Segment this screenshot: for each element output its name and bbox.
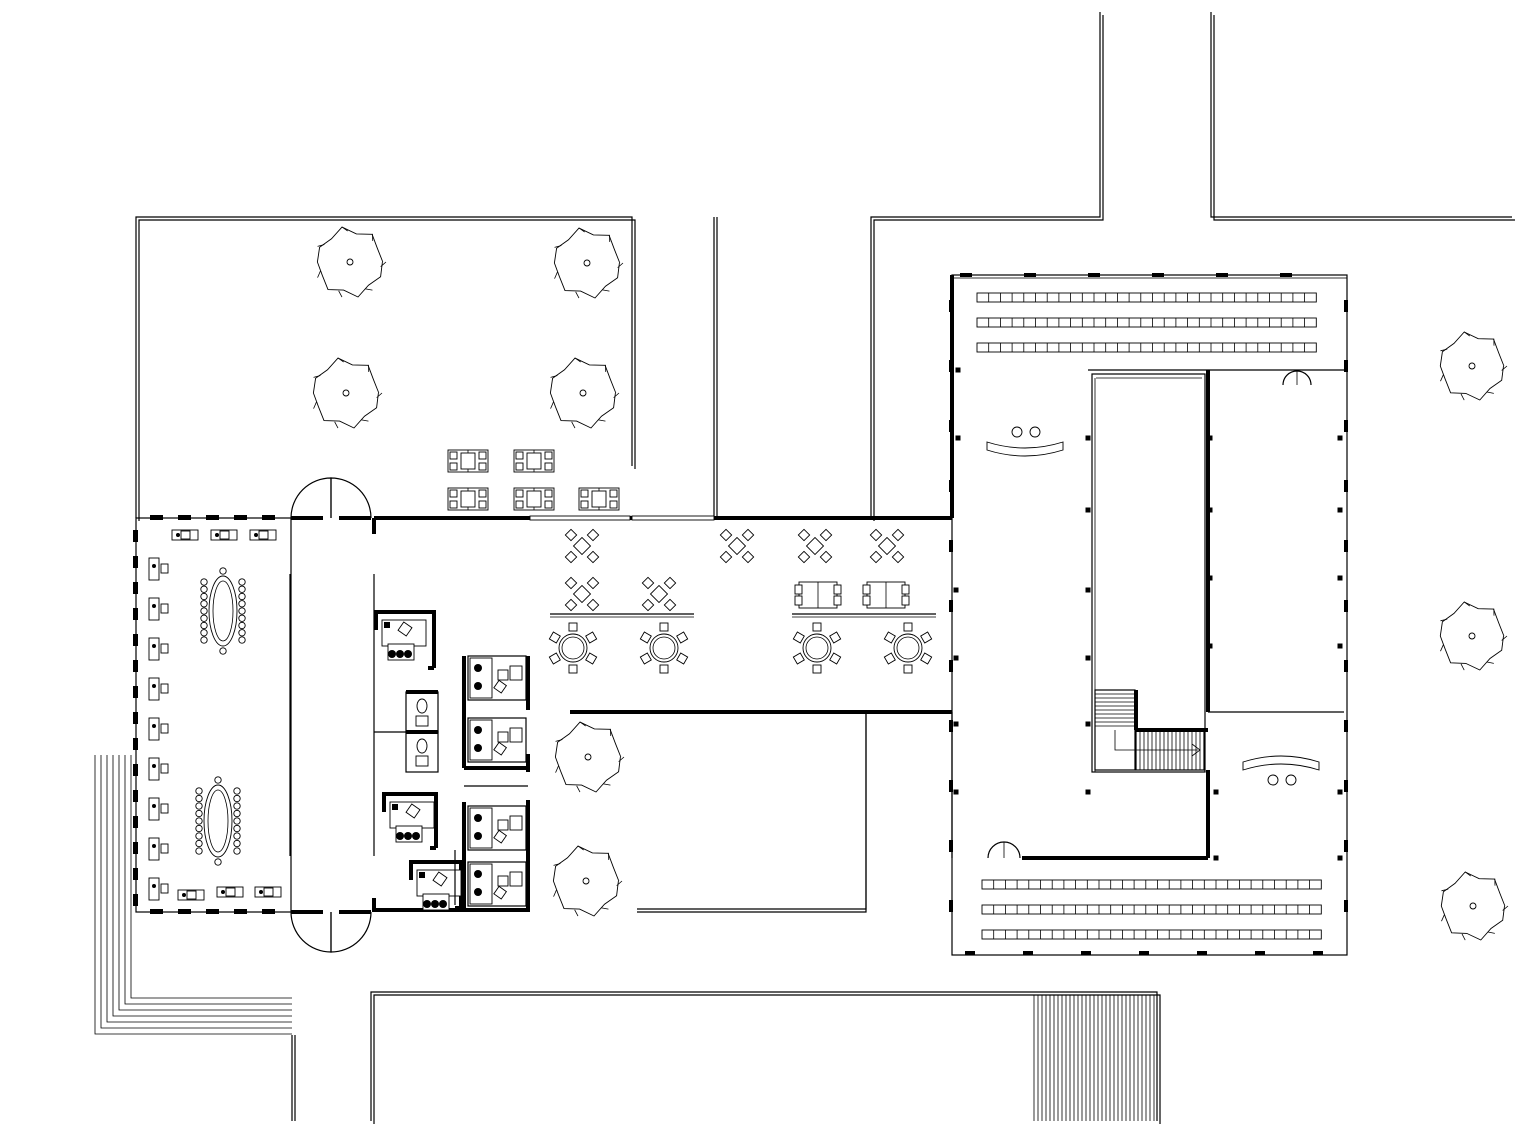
picnic-table [447,449,489,473]
picnic-table [513,487,555,511]
seating-row [981,879,1322,890]
square-table [719,528,755,564]
south-wall [370,991,1161,1124]
stairs [1094,689,1205,771]
rectangular-table [794,581,842,609]
private-office [374,610,436,670]
east-block-windows [949,273,1348,955]
workstation-cubicle [467,805,527,851]
private-office [409,860,463,911]
seating-row [976,292,1317,303]
west-wing-furniture [148,529,282,901]
round-table [639,622,689,674]
perimeter-desk [148,717,169,741]
courtyard-divider-wall [713,217,718,518]
perimeter-desk [148,757,169,781]
north-road-wall-right [1210,12,1515,221]
circulation [290,370,1312,953]
restroom [405,730,439,773]
east-block-outline [951,274,1348,956]
square-table [641,576,677,612]
seating-row [976,342,1317,353]
pod-frame [454,656,530,912]
tree [553,227,624,299]
tree [1440,871,1509,941]
southeast-steps [1033,995,1155,1121]
site-walls [94,12,1515,1124]
round-table [548,622,598,674]
tree [1439,331,1508,401]
tree [554,721,625,793]
door [987,841,1021,859]
perimeter-desk [148,797,169,821]
reception-desk [986,426,1064,457]
perimeter-desk [148,637,169,661]
tree [552,845,623,917]
hall-window-2 [631,515,715,521]
tree [1439,601,1508,671]
perimeter-desk [148,837,169,861]
north-courtyard-wall [135,216,636,521]
picnic-table [578,487,620,511]
workstation-cubicle [467,655,527,701]
rectangular-table [862,581,910,609]
round-table [883,622,933,674]
east-block [976,292,1322,940]
perimeter-desk [148,677,169,701]
restroom [405,690,439,733]
reception-desk [1242,755,1320,786]
trees [312,226,1509,941]
conference-table [195,776,241,866]
picnic-table [447,487,489,511]
entrance-door [290,910,372,953]
square-table [564,528,600,564]
south-courtyard-wall [637,711,867,913]
perimeter-desk [210,529,238,541]
door [1282,370,1312,386]
perimeter-desk [148,597,169,621]
east-light-well [1091,373,1206,773]
seating-row [976,317,1317,328]
workstation-cubicle [467,861,527,907]
southwest-steps [94,755,292,1035]
seating-row [981,929,1322,940]
perimeter-desk [148,557,169,581]
entrance-door [290,477,372,520]
tree [316,226,387,298]
hall-window-1 [529,515,631,521]
perimeter-desk [249,529,277,541]
conference-table [200,567,246,655]
perimeter-desk [171,529,199,541]
central-hall-tables [548,528,936,674]
workstation-cubicle [467,717,527,763]
perimeter-desk [148,877,169,901]
perimeter-desk [177,889,205,901]
square-table [869,528,905,564]
round-table [792,622,842,674]
west-wing-windows [133,515,275,914]
columns [953,367,1343,861]
north-road-wall-left [870,12,1104,521]
building-walls [133,273,1348,956]
southwest-wall [291,1035,296,1121]
square-table [564,576,600,612]
perimeter-desk [216,886,244,898]
tree [549,357,620,429]
picnic-table [513,449,555,473]
courtyard-picnic-tables [447,449,620,511]
office-pods [374,610,530,912]
perimeter-desk [254,886,282,898]
square-table [797,528,833,564]
seating-row [981,904,1322,915]
private-office [382,792,438,850]
tree [312,357,383,429]
